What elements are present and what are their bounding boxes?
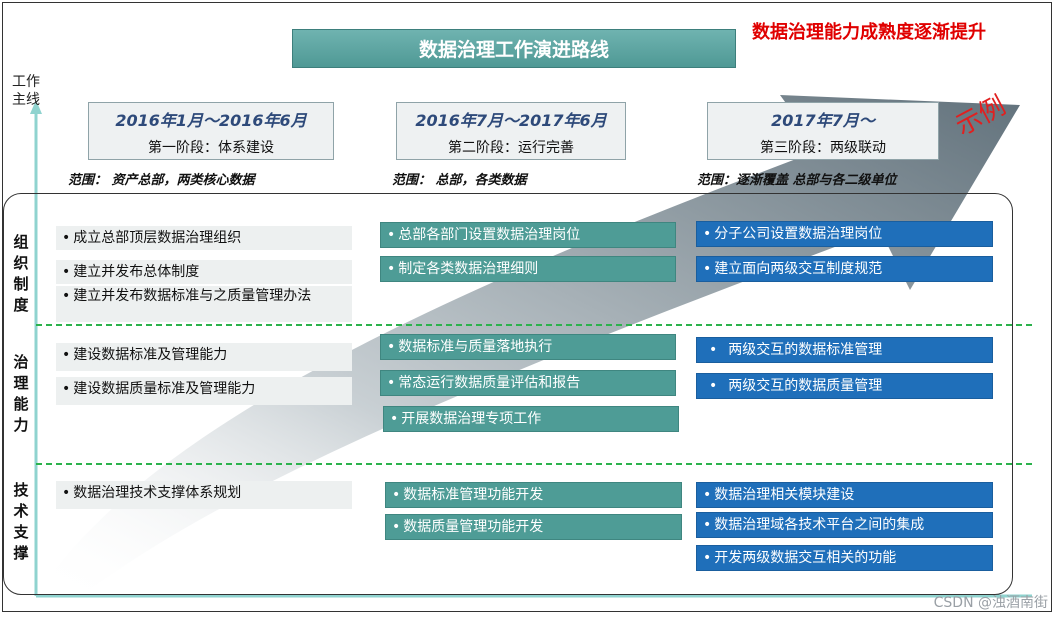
item-tech-p3-1: •数据治理相关模块建设 (696, 482, 993, 508)
phase-3-box: 2017年7月～ 第三阶段：两级联动 (707, 102, 939, 160)
phase-1-box: 2016年1月～2016年6月 第一阶段：体系建设 (88, 102, 334, 160)
item-org-p1-1: •成立总部顶层数据治理组织 (56, 226, 352, 250)
diagram-title: 数据治理工作演进路线 (292, 29, 736, 68)
phase-3-name: 第三阶段：两级联动 (760, 140, 886, 156)
item-cap-p2-1: •数据标准与质量落地执行 (380, 334, 676, 360)
row-label-tech: 技术支撑 (13, 481, 29, 562)
phase-3-dates: 2017年7月～ (771, 111, 875, 130)
item-cap-p1-2: •建设数据质量标准及管理能力 (56, 377, 352, 405)
phase-1-scope: 范围： 资产总部，两类核心数据 (68, 173, 255, 188)
item-tech-p1-1: •数据治理技术支撑体系规划 (56, 481, 352, 509)
item-org-p3-2: •建立面向两级交互制度规范 (696, 256, 993, 282)
work-axis-label: 工作主线 (12, 74, 40, 108)
phase-2-dates: 2016年7月～2017年6月 (415, 111, 607, 130)
item-org-p1-3: •建立并发布数据标准与之质量管理办法 (56, 286, 352, 322)
phase-1-name: 第一阶段：体系建设 (148, 140, 274, 156)
phase-2-name: 第二阶段：运行完善 (448, 140, 574, 156)
item-org-p2-1: •总部各部门设置数据治理岗位 (380, 222, 676, 248)
row-divider-1 (36, 324, 1032, 326)
content-panel (3, 193, 1013, 595)
item-cap-p2-2: •常态运行数据质量评估和报告 (380, 370, 676, 396)
item-cap-p3-1: •两级交互的数据标准管理 (696, 337, 993, 363)
item-tech-p2-2: •数据质量管理功能开发 (385, 514, 682, 540)
item-tech-p2-1: •数据标准管理功能开发 (385, 482, 682, 508)
phase-3-scope: 范围：逐渐覆盖 总部与各二级单位 (697, 173, 897, 188)
diagram-frame (2, 2, 1052, 612)
phase-2-scope: 范围： 总部，各类数据 (392, 173, 527, 188)
item-cap-p3-2: •两级交互的数据质量管理 (696, 373, 993, 399)
phase-2-box: 2016年7月～2017年6月 第二阶段：运行完善 (396, 102, 626, 160)
item-cap-p1-1: •建设数据标准及管理能力 (56, 343, 352, 371)
row-label-org: 组织制度 (13, 233, 29, 314)
item-org-p1-2: •建立并发布总体制度 (56, 260, 352, 284)
work-axis-arrowhead (30, 100, 42, 114)
item-org-p2-2: •制定各类数据治理细则 (380, 256, 676, 282)
item-cap-p2-3: •开展数据治理专项工作 (383, 406, 679, 432)
phase-1-dates: 2016年1月～2016年6月 (115, 111, 307, 130)
row-divider-2 (36, 463, 1032, 465)
item-org-p3-1: •分子公司设置数据治理岗位 (696, 221, 993, 247)
item-tech-p3-3: •开发两级数据交互相关的功能 (696, 545, 993, 571)
maturity-headline: 数据治理能力成熟度逐渐提升 (752, 22, 986, 43)
row-label-capability: 治理能力 (13, 353, 29, 434)
item-tech-p3-2: •数据治理域各技术平台之间的集成 (696, 512, 993, 538)
watermark: CSDN @浊酒南街 (933, 595, 1048, 611)
